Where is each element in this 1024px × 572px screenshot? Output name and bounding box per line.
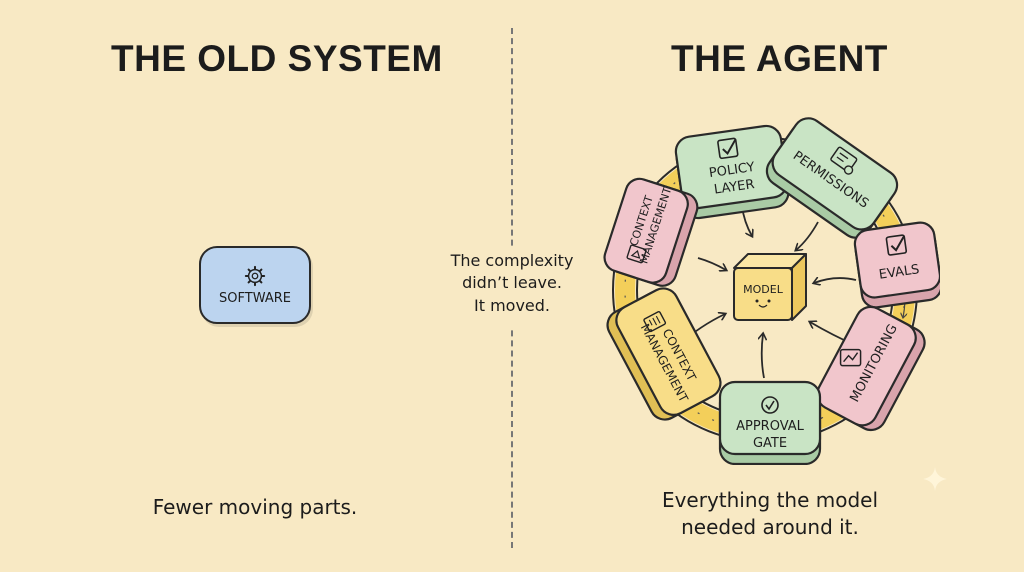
node-monitoring: MONITORING: [816, 305, 926, 432]
node-label: LAYER: [713, 177, 755, 198]
node-label: POLICY: [708, 160, 756, 181]
center-note: The complexity didn’t leave. It moved.: [428, 250, 596, 317]
node-permissions: PERMISSIONS: [765, 117, 899, 239]
check-circle-icon: [761, 396, 779, 414]
old-system-heading: THE OLD SYSTEM: [111, 38, 443, 79]
node-policy-layer: POLICY LAYER: [674, 124, 790, 220]
document-icon: [643, 310, 667, 333]
node-label: EVALS: [878, 262, 920, 283]
sparkle-icon: [923, 467, 947, 491]
cube-smile: [758, 304, 768, 308]
node-label: GATE: [753, 436, 787, 451]
center-note-line: It moved.: [473, 295, 550, 315]
center-note-line: The complexity: [450, 251, 574, 270]
triangle-doc-icon: [626, 244, 647, 264]
checkbox-icon: [885, 234, 908, 256]
node-evals: EVALS: [853, 221, 940, 309]
model-cube: MODEL: [733, 253, 807, 321]
checkbox-icon: [717, 137, 739, 160]
agent-caption-line: Everything the model: [661, 488, 879, 512]
software-box: SOFTWARE: [199, 246, 311, 324]
cube-eye: [755, 299, 759, 303]
agent-caption: Everything the model needed around it.: [630, 487, 910, 541]
chart-monitor-icon: [839, 348, 862, 367]
software-label: SOFTWARE: [219, 290, 291, 306]
gear-icon: [244, 265, 266, 286]
node-approval-gate: APPROVAL GATE: [718, 380, 822, 465]
id-card-gear-icon: [830, 146, 858, 175]
cube-eye: [767, 299, 771, 303]
model-label: MODEL: [743, 283, 784, 296]
center-note-line: didn’t leave.: [462, 273, 562, 293]
agent-caption-line: needed around it.: [681, 515, 859, 539]
node-label: APPROVAL: [736, 419, 805, 434]
agent-heading: THE AGENT: [671, 38, 888, 79]
node-context-management-upper: CONTEXT MANAGEMENT: [603, 177, 699, 287]
agent-diagram: MODEL POLICY LAYER PERMISSIONS E: [603, 117, 940, 465]
old-system-caption: Fewer moving parts.: [152, 495, 358, 519]
node-context-management-lower: CONTEXT MANAGEMENT: [606, 287, 722, 421]
